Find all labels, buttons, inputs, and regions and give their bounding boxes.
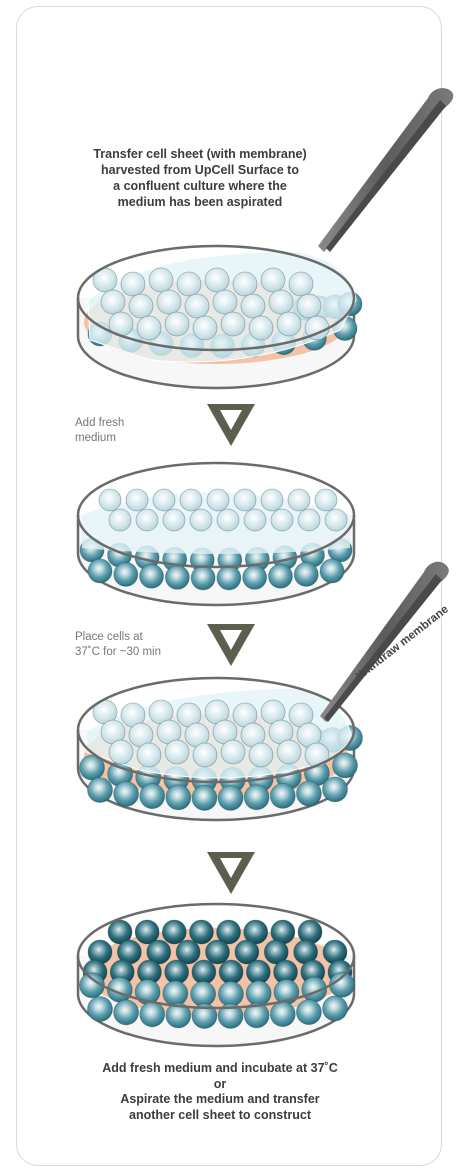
cell <box>244 785 269 810</box>
cell <box>165 312 189 336</box>
cell <box>163 509 185 531</box>
cell <box>109 509 131 531</box>
cell <box>296 1000 321 1025</box>
cell <box>217 566 241 590</box>
cell <box>241 294 265 318</box>
cell <box>249 743 273 767</box>
cell <box>277 312 301 336</box>
cell <box>294 562 318 586</box>
cell <box>99 489 121 511</box>
cell <box>191 981 216 1006</box>
cell <box>206 940 230 964</box>
cell <box>207 489 229 511</box>
cell <box>109 740 133 764</box>
cell <box>137 316 161 340</box>
cell <box>218 981 243 1006</box>
cell <box>305 743 329 767</box>
cell <box>114 562 138 586</box>
cell <box>270 783 295 808</box>
cell <box>162 920 186 944</box>
cell <box>165 565 189 589</box>
down-arrow-icon <box>207 624 255 666</box>
cell <box>129 294 153 318</box>
cell <box>140 564 164 588</box>
cell <box>149 268 173 292</box>
cell <box>268 564 292 588</box>
cell <box>153 489 175 511</box>
petri-dish-4 <box>78 904 355 1046</box>
cell <box>191 566 215 590</box>
bottom-caption: Add fresh medium and incubate at 37˚C or… <box>40 1061 400 1123</box>
cell <box>320 559 344 583</box>
cell <box>136 509 158 531</box>
cell <box>325 509 347 531</box>
forceps-2 <box>320 562 449 722</box>
cell <box>177 272 201 296</box>
cell <box>163 981 188 1006</box>
cell <box>88 559 112 583</box>
cell <box>277 740 301 764</box>
cell <box>114 1000 139 1025</box>
cell <box>185 294 209 318</box>
cell <box>180 489 202 511</box>
cell <box>205 268 229 292</box>
cell <box>193 316 217 340</box>
petri-dish-1 <box>78 246 362 388</box>
cell <box>271 509 293 531</box>
cell <box>234 489 256 511</box>
step-add-fresh-medium: Add fresh medium <box>75 416 124 446</box>
cell <box>121 272 145 296</box>
cell <box>297 294 321 318</box>
cell <box>298 509 320 531</box>
cell <box>114 781 139 806</box>
cell <box>137 743 161 767</box>
cell <box>261 489 283 511</box>
cell <box>221 740 245 764</box>
cell <box>140 1002 165 1027</box>
down-arrow-icon <box>207 404 255 446</box>
cell <box>190 509 212 531</box>
petri-dish-3 <box>78 678 363 820</box>
top-caption: Transfer cell sheet (with membrane) harv… <box>50 146 350 210</box>
cell <box>189 920 213 944</box>
cell <box>315 489 337 511</box>
cell <box>140 784 165 809</box>
cell <box>219 960 243 984</box>
cell <box>269 290 293 314</box>
cell <box>243 565 267 589</box>
petri-dish-2 <box>78 463 354 605</box>
cell <box>296 781 321 806</box>
cell <box>157 290 181 314</box>
cell <box>246 981 271 1006</box>
cell <box>288 489 310 511</box>
cell <box>166 785 191 810</box>
cell <box>244 509 266 531</box>
cell <box>192 785 217 810</box>
step-place-cells: Place cells at 37˚C for ~30 min <box>75 630 161 660</box>
down-arrow-icon <box>207 852 255 894</box>
cell <box>233 272 257 296</box>
cell <box>101 290 125 314</box>
cell <box>270 1002 295 1027</box>
cell <box>192 960 216 984</box>
cell <box>213 290 237 314</box>
cell <box>193 743 217 767</box>
cell <box>323 996 348 1021</box>
cell <box>218 785 243 810</box>
cell <box>165 960 189 984</box>
cell <box>221 312 245 336</box>
cell <box>249 316 273 340</box>
cell <box>126 489 148 511</box>
cell <box>217 509 239 531</box>
cell <box>289 272 313 296</box>
cell <box>261 268 285 292</box>
cell <box>88 778 113 803</box>
cell <box>88 997 113 1022</box>
cell <box>165 740 189 764</box>
cell <box>323 777 348 802</box>
